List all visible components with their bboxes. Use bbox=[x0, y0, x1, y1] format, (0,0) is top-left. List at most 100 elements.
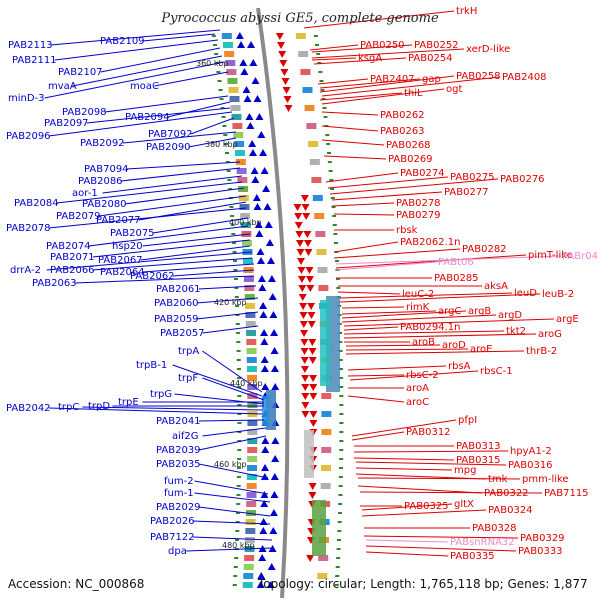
gene-arrow[interactable] bbox=[252, 194, 261, 201]
gene-arrow[interactable] bbox=[239, 59, 248, 66]
gene-arrow[interactable] bbox=[253, 95, 262, 102]
gene-arrow[interactable] bbox=[281, 78, 290, 85]
gene-block[interactable] bbox=[240, 213, 251, 219]
gene-arrow[interactable] bbox=[259, 302, 268, 309]
gene-arrow[interactable] bbox=[306, 285, 315, 292]
gene-label-left[interactable]: PAB2029 bbox=[156, 502, 201, 513]
gene-arrow[interactable] bbox=[300, 366, 309, 373]
gene-label-left[interactable]: fum-2 bbox=[164, 476, 194, 487]
gene-label-right[interactable]: rimK bbox=[406, 302, 430, 313]
gene-arrow[interactable] bbox=[254, 221, 263, 228]
gene-label-left[interactable]: PAB2098 bbox=[62, 107, 107, 118]
gene-label-right[interactable]: PAB0276 bbox=[500, 174, 545, 185]
gene-arrow[interactable] bbox=[294, 222, 303, 229]
gene-label-left[interactable]: PAB2062 bbox=[130, 271, 175, 282]
rna-label[interactable]: PABr04 bbox=[562, 251, 598, 262]
gene-label-right[interactable]: tmk bbox=[488, 474, 508, 485]
gene-arrow[interactable] bbox=[302, 213, 311, 220]
gene-label-left[interactable]: PAB2096 bbox=[6, 131, 51, 142]
gene-label-right[interactable]: PAB0258 bbox=[456, 71, 501, 82]
gene-label-left[interactable]: PAB2113 bbox=[8, 40, 53, 51]
gene-arrow[interactable] bbox=[297, 267, 306, 274]
gene-arrow[interactable] bbox=[246, 122, 255, 129]
gene-block[interactable] bbox=[317, 267, 328, 273]
gene-label-right[interactable]: PAB0315 bbox=[456, 455, 501, 466]
gene-block[interactable] bbox=[246, 483, 257, 489]
gene-block[interactable] bbox=[302, 87, 313, 93]
gene-label-right[interactable]: PAB0282 bbox=[462, 244, 507, 255]
gene-arrow[interactable] bbox=[255, 113, 264, 120]
gene-block[interactable] bbox=[247, 420, 258, 426]
gene-block[interactable] bbox=[242, 582, 253, 588]
gene-arrow[interactable] bbox=[247, 41, 256, 48]
gene-arrow[interactable] bbox=[264, 221, 273, 228]
gene-arrow[interactable] bbox=[260, 167, 269, 174]
gene-block[interactable] bbox=[232, 123, 243, 129]
gene-label-right[interactable]: PAB0254 bbox=[408, 53, 453, 64]
gene-block[interactable] bbox=[241, 240, 252, 246]
gene-label-left[interactable]: PAB2074 bbox=[46, 241, 91, 252]
gene-arrow[interactable] bbox=[261, 464, 270, 471]
gene-cluster[interactable] bbox=[266, 390, 276, 430]
gene-block[interactable] bbox=[318, 555, 329, 561]
gene-label-right[interactable]: PAB0262 bbox=[380, 110, 425, 121]
gene-label-right[interactable]: PAB0274 bbox=[400, 168, 445, 179]
gene-block[interactable] bbox=[238, 186, 249, 192]
gene-label-left[interactable]: PAB2035 bbox=[156, 459, 201, 470]
gene-label-right[interactable]: PAB2062.1n bbox=[400, 237, 460, 248]
gene-block[interactable] bbox=[317, 573, 328, 579]
gene-label-right[interactable]: pimT-like bbox=[528, 250, 573, 261]
gene-arrow[interactable] bbox=[261, 437, 270, 444]
gene-block[interactable] bbox=[246, 348, 257, 354]
gene-arrow[interactable] bbox=[295, 240, 304, 247]
gene-block[interactable] bbox=[229, 96, 240, 102]
gene-label-left[interactable]: PAB2097 bbox=[44, 118, 89, 129]
gene-block[interactable] bbox=[246, 357, 257, 363]
gene-arrow[interactable] bbox=[296, 258, 305, 265]
gene-arrow[interactable] bbox=[304, 249, 313, 256]
gene-label-left[interactable]: drrA-2 bbox=[10, 265, 41, 276]
gene-label-left[interactable]: mvaA bbox=[48, 81, 77, 92]
gene-arrow[interactable] bbox=[271, 437, 280, 444]
gene-label-right[interactable]: rbsC-1 bbox=[480, 366, 513, 377]
gene-label-left[interactable]: PAB2078 bbox=[6, 223, 51, 234]
gene-label-right[interactable]: argD bbox=[498, 310, 522, 321]
gene-label-right[interactable]: PAB0316 bbox=[508, 460, 553, 471]
gene-arrow[interactable] bbox=[301, 393, 310, 400]
gene-arrow[interactable] bbox=[269, 509, 278, 516]
gene-block[interactable] bbox=[321, 393, 332, 399]
gene-label-right[interactable]: rbsk bbox=[396, 225, 418, 236]
gene-block[interactable] bbox=[246, 339, 257, 345]
gene-arrow[interactable] bbox=[280, 69, 289, 76]
gene-arrow[interactable] bbox=[307, 321, 316, 328]
gene-block[interactable] bbox=[247, 402, 258, 408]
gene-label-left[interactable]: PAB2084 bbox=[14, 198, 59, 209]
gene-arrow[interactable] bbox=[283, 96, 292, 103]
gene-label-right[interactable]: PAB0250 bbox=[360, 40, 405, 51]
gene-label-left[interactable]: trpD bbox=[88, 401, 110, 412]
gene-arrow[interactable] bbox=[249, 149, 258, 156]
gene-label-left[interactable]: dpa bbox=[168, 546, 187, 557]
gene-block[interactable] bbox=[227, 78, 238, 84]
gene-arrow[interactable] bbox=[270, 473, 279, 480]
gene-label-right[interactable]: PAB7115 bbox=[544, 488, 589, 499]
gene-arrow[interactable] bbox=[300, 348, 309, 355]
gene-block[interactable] bbox=[295, 33, 306, 39]
gene-label-right[interactable]: argB bbox=[468, 306, 491, 317]
gene-arrow[interactable] bbox=[248, 140, 257, 147]
gene-block[interactable] bbox=[244, 294, 255, 300]
gene-label-right[interactable]: ksgA bbox=[358, 53, 382, 64]
gene-label-right[interactable]: PAB0268 bbox=[386, 140, 431, 151]
gene-block[interactable] bbox=[235, 159, 246, 165]
gene-arrow[interactable] bbox=[308, 357, 317, 364]
rna-label[interactable]: PABsnRNA32 bbox=[450, 537, 515, 548]
gene-block[interactable] bbox=[247, 438, 258, 444]
gene-block[interactable] bbox=[244, 285, 255, 291]
gene-label-right[interactable]: trkH bbox=[456, 6, 477, 17]
gene-block[interactable] bbox=[321, 465, 332, 471]
gene-label-right[interactable]: gltX bbox=[454, 499, 474, 510]
gene-block[interactable] bbox=[247, 465, 258, 471]
gene-arrow[interactable] bbox=[309, 375, 318, 382]
gene-label-left[interactable]: PAB2067 bbox=[98, 255, 143, 266]
gene-label-left[interactable]: PAB2059 bbox=[154, 314, 199, 325]
